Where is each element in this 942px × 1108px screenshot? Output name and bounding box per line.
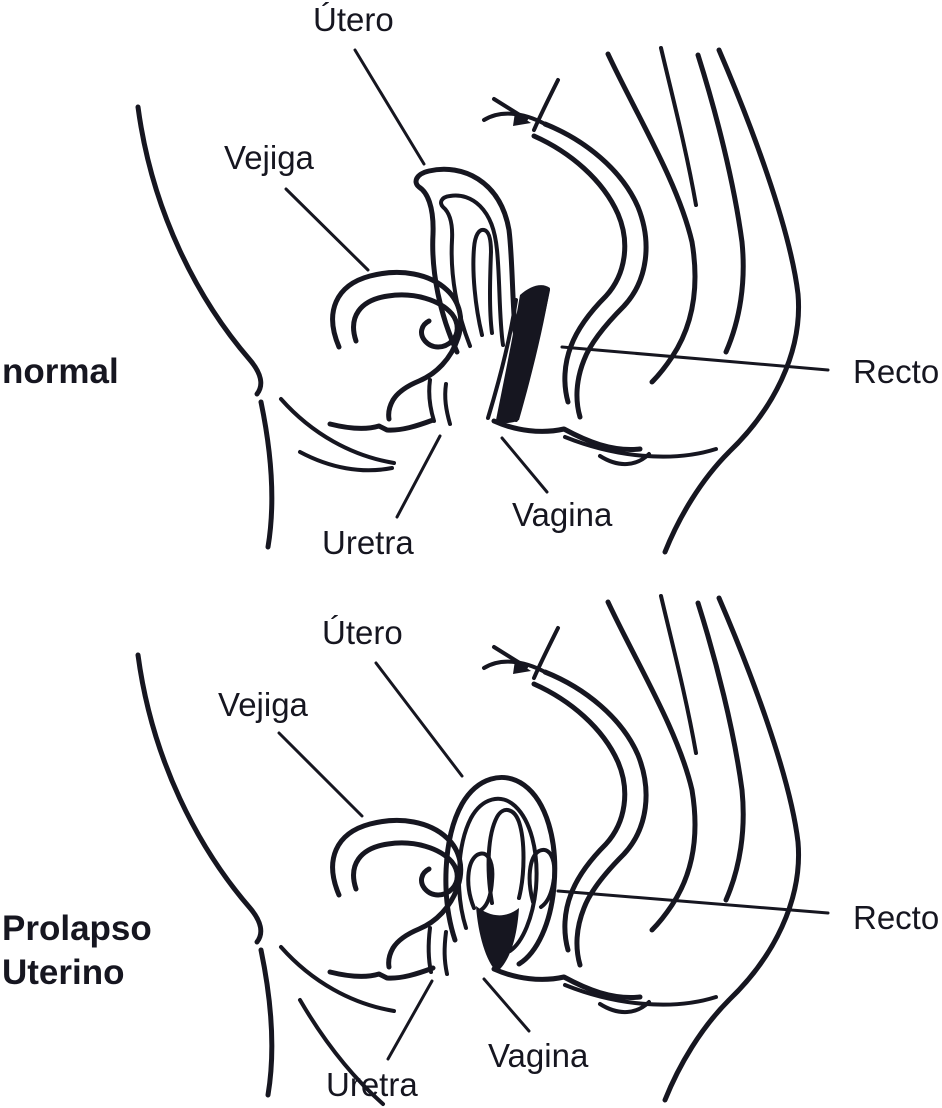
uterine-cavity <box>486 808 526 905</box>
buttock-inner-crease <box>563 983 718 1007</box>
abdomen-outline <box>135 652 264 945</box>
vejiga-leader-prolapse <box>277 731 364 818</box>
label-vejiga-prolapse: Vejiga <box>218 686 308 723</box>
inner-thigh-curve <box>298 998 385 1106</box>
body-outline-right <box>662 47 802 555</box>
label-vagina-prolapse: Vagina <box>488 1037 589 1074</box>
perineum-right <box>491 418 643 452</box>
vagina-leader-prolapse <box>482 977 531 1033</box>
abdomen-outline <box>135 104 264 397</box>
perineum-left <box>327 965 436 981</box>
vaginal-fornix-right <box>527 847 557 909</box>
ligament-stub <box>532 78 560 132</box>
bladder-inner-fold <box>351 840 460 898</box>
thigh-line <box>258 947 275 1098</box>
vaginal-canal-shading <box>476 906 519 972</box>
prolapsed-uterus-outer <box>443 775 558 967</box>
panel-title-normal: normal <box>2 352 119 391</box>
rectum-back-wall <box>542 669 649 968</box>
bladder-outer-wall <box>330 269 464 422</box>
ligament-arrow-line <box>492 645 528 669</box>
thigh-line <box>258 399 275 550</box>
utero-leader-prolapse <box>374 661 464 778</box>
ligament-arrowhead <box>513 112 531 126</box>
bladder-inner-fold <box>351 292 460 350</box>
prolapsed-uterus-inner <box>456 796 539 953</box>
uretra-leader-normal <box>395 434 442 519</box>
urethra-back-wall <box>443 382 452 426</box>
recto-leader-prolapse <box>556 889 830 915</box>
label-utero-prolapse: Útero <box>322 614 403 651</box>
sacrum-curve <box>605 599 698 933</box>
perineum-left <box>327 417 436 433</box>
vaginal-canal-shading <box>496 285 550 423</box>
iliac-curve <box>695 52 746 355</box>
iliac-curve <box>695 600 746 903</box>
spine-line <box>659 594 698 755</box>
spine-line <box>659 46 698 207</box>
ligament-arrowhead <box>513 660 531 674</box>
rectum-front-wall <box>531 133 628 405</box>
buttock-inner-crease <box>563 435 718 459</box>
rectum-back-wall <box>542 121 649 420</box>
urethra-back-wall <box>442 930 449 976</box>
panel-title-prolapse-line2: Uterino <box>2 952 125 992</box>
vagina-front-wall <box>486 298 518 420</box>
vaginal-fornix-left <box>466 851 495 912</box>
perineum-right <box>491 966 643 1000</box>
label-uretra-normal: Uretra <box>322 524 414 561</box>
panel-prolapse-drawing <box>135 594 802 1106</box>
ligament-stub <box>532 626 560 680</box>
uterine-cavity <box>471 227 494 337</box>
uterus-outer-wall <box>413 166 520 355</box>
sacrum-curve <box>605 51 698 385</box>
leader-lines <box>277 48 830 1061</box>
uretra-leader-prolapse <box>386 979 434 1061</box>
rectum-front-wall <box>531 681 628 953</box>
label-vejiga-normal: Vejiga <box>224 139 314 176</box>
label-uretra-prolapse: Uretra <box>326 1066 418 1103</box>
panel-title-prolapse-line1: Prolapso <box>2 909 152 948</box>
vagina-leader-normal <box>500 436 549 494</box>
urethra-front-wall <box>427 378 436 423</box>
mons-curve <box>279 945 396 1013</box>
panel-normal-drawing <box>135 46 802 555</box>
label-utero-normal: Útero <box>313 1 394 38</box>
urethra-front-wall <box>426 926 433 974</box>
recto-leader-normal <box>560 345 830 372</box>
inner-thigh-curve <box>298 450 394 473</box>
body-outline-right <box>662 595 802 1103</box>
label-vagina-normal: Vagina <box>512 496 613 533</box>
ligament-arrow-line <box>492 97 528 121</box>
label-recto-normal: Recto <box>853 353 940 390</box>
label-recto-prolapse: Recto <box>853 899 940 936</box>
vejiga-leader-normal <box>284 187 370 272</box>
panel-title-prolapse: Prolapso Uterino <box>2 907 152 995</box>
utero-leader-normal <box>353 48 426 166</box>
uterus-inner-wall <box>439 193 505 348</box>
mons-curve <box>279 397 396 465</box>
